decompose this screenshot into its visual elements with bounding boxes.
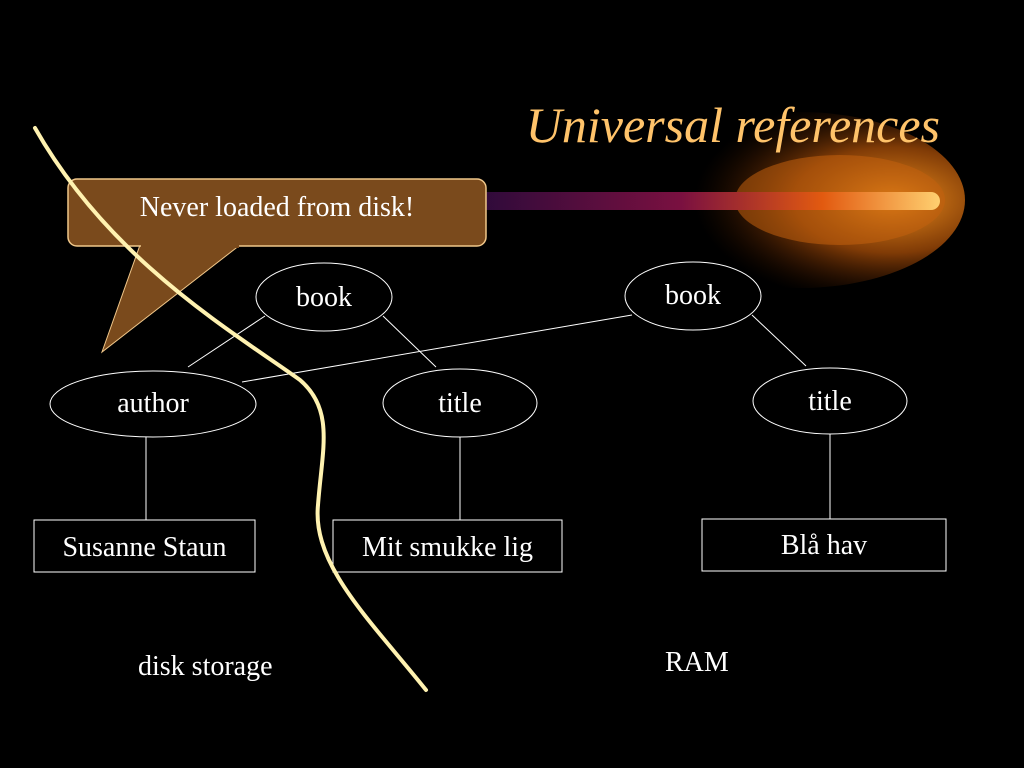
edge-book-author [187,315,266,368]
node-author-value-box [33,519,256,573]
title-decoration [470,112,965,288]
node-book-ram-label: book [665,280,721,311]
node-author [49,370,257,438]
node-book-disk-label: book [296,282,352,313]
node-title-disk [382,368,538,438]
node-book-disk [255,262,393,332]
node-author-label: author [117,388,189,419]
node-title-ram-label: title [808,386,852,417]
edge-ram-book-author [241,314,633,383]
node-title-value-label: Mit smukke lig [361,532,534,563]
node-title-disk-label: title [438,388,482,419]
callout-text: Never loaded from disk! [139,192,415,223]
tree-nodes [33,261,947,573]
node-title-ram [752,367,908,435]
edge-ram-book-title [751,314,807,367]
tree-edges [145,314,831,520]
callout-seam [141,240,239,248]
callout-tail [100,244,242,354]
node-ram-title-value-box [701,518,947,572]
callout-box [67,178,487,247]
disk-ram-divider [33,126,428,692]
node-author-value-label: Susanne Staun [62,532,227,563]
ram-caption: RAM [665,647,729,678]
node-ram-title-value-label: Blå hav [780,530,868,561]
slide-title: Universal references [525,97,940,153]
node-title-value-box [332,519,563,573]
title-beam [470,192,940,210]
callout-bubble [67,178,487,354]
disk-storage-caption: disk storage [138,651,273,682]
node-book-ram [624,261,762,331]
edge-book-title [382,315,437,368]
